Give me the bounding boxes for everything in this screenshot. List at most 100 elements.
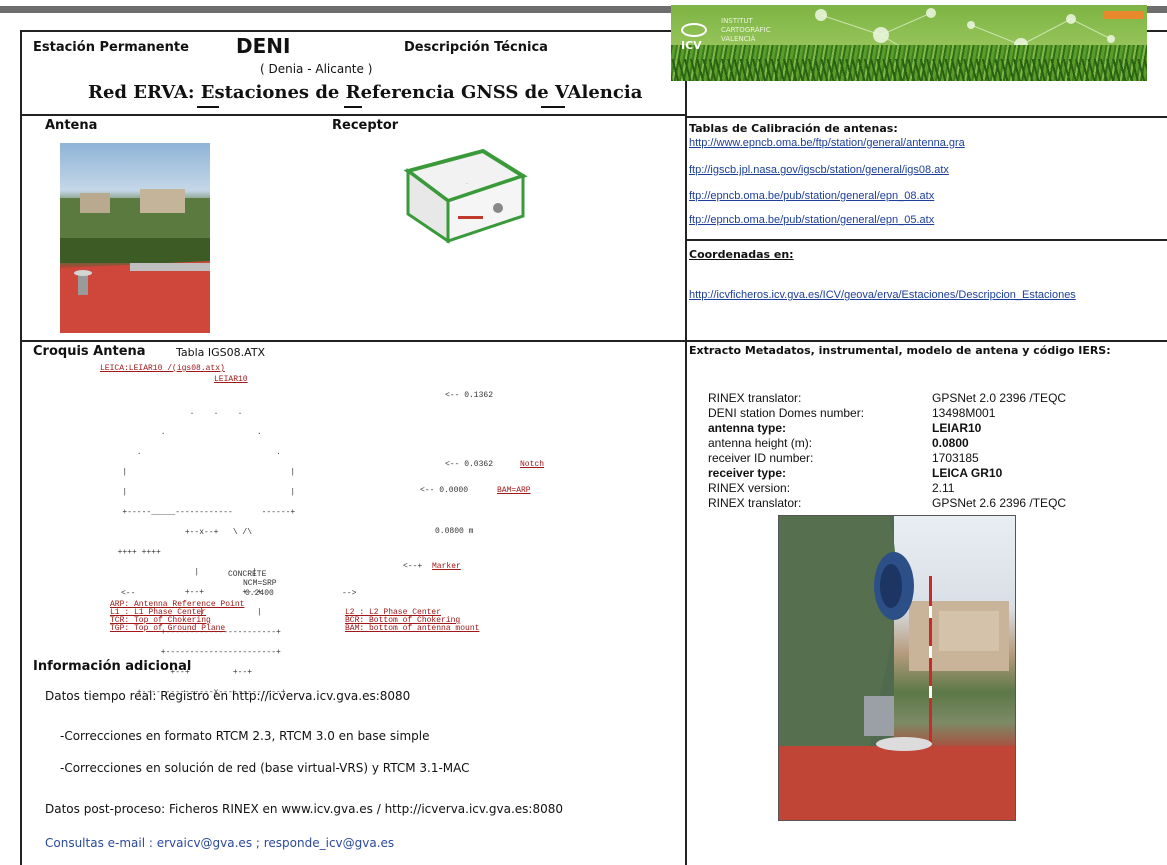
receiver-drawing: · xyxy=(403,148,528,244)
sketch-table: Tabla IGS08.ATX xyxy=(176,346,266,359)
metadata-value: 2.11 xyxy=(932,481,955,495)
additional-title: Información adicional xyxy=(33,659,192,674)
contact-emails[interactable]: Consultas e-mail : ervaicv@gva.es ; resp… xyxy=(45,836,395,850)
sketch-notch-dist: <-- 0.0362 xyxy=(445,460,494,469)
art-line: +--x--+ \ /\ xyxy=(108,528,253,537)
sketch-marker-label: Marker xyxy=(432,562,461,571)
receiver-label: Receptor xyxy=(332,118,399,133)
metadata-values: GPSNet 2.0 2396 /TEQC 13498M001 LEIAR10 … xyxy=(932,391,1066,511)
antenna-photo-scene xyxy=(60,189,210,333)
divider-left-header xyxy=(22,114,685,116)
banner-grass-blades xyxy=(671,59,1147,81)
metadata-label: RINEX translator: xyxy=(708,496,802,510)
art-line: ++++ ++++ xyxy=(108,548,320,557)
sketch-header-line: LEICA:LEIAR10 /(igs08.atx) xyxy=(100,364,225,373)
sketch-title: Croquis Antena xyxy=(33,344,146,359)
legend-item: L1 : L1 Phase Center xyxy=(110,608,207,617)
underline-VA xyxy=(541,106,565,108)
receiver-photo: · xyxy=(388,146,528,251)
calibration-link-igs08[interactable]: ftp://igscb.jpl.nasa.gov/igscb/station/g… xyxy=(689,164,949,176)
station-code: DENI xyxy=(236,34,291,58)
additional-corrections-1: -Correcciones en formato RTCM 2.3, RTCM … xyxy=(60,729,430,743)
metadata-value: GPSNet 2.0 2396 /TEQC xyxy=(932,391,1067,405)
antenna-label: Antena xyxy=(45,118,98,133)
icv-banner: ICV INSTITUT CARTOGRÀFIC VALENCIÀ xyxy=(671,5,1147,81)
sketch-bam-label: BAM=ARP xyxy=(497,486,531,495)
art-line: +-----------------------+ xyxy=(108,628,281,637)
metadata-label: DENI station Domes number: xyxy=(708,406,865,420)
svg-text:·: · xyxy=(466,181,468,188)
metadata-value: LEICA GR10 xyxy=(932,466,1003,480)
metadata-label: receiver ID number: xyxy=(708,451,814,465)
coordinates-title: Coordenadas en: xyxy=(689,248,794,261)
art-line: | | xyxy=(108,608,262,617)
art-line: +---------------x-------------+ xyxy=(108,688,286,697)
sketch-width-value: 0.2400 xyxy=(245,589,274,598)
logo-mark: ICV xyxy=(681,39,702,52)
sketch-width-right: --> xyxy=(342,589,357,598)
column-divider xyxy=(685,32,687,865)
legend-item: TGP: Top of Ground Plane xyxy=(110,624,226,633)
underline-R xyxy=(344,106,362,108)
art-line: . . xyxy=(108,428,262,437)
metadata-value: LEIAR10 xyxy=(932,421,982,435)
metadata-label: RINEX translator: xyxy=(708,391,802,405)
legend-item: BAM: bottom of antenna mount xyxy=(345,624,480,633)
logo-text: INSTITUT CARTOGRÀFIC VALENCIÀ xyxy=(721,17,771,44)
banner-tag xyxy=(1103,11,1143,19)
logo-line: INSTITUT xyxy=(721,17,753,25)
art-line: | | xyxy=(108,488,296,497)
metadata-label: antenna height (m): xyxy=(708,436,813,450)
metadata-label: receiver type: xyxy=(708,466,787,480)
additional-postprocess: Datos post-proceso: Ficheros RINEX en ww… xyxy=(45,802,563,816)
sketch-concrete: CONCRETE xyxy=(228,570,267,579)
calibration-link-epn05[interactable]: ftp://epncb.oma.be/pub/station/general/e… xyxy=(689,214,935,226)
station-label: Estación Permanente xyxy=(33,40,189,55)
metadata-value: 0.0800 xyxy=(932,436,969,450)
sketch-height: 0.0800 m xyxy=(435,527,474,536)
logo-line: CARTOGRÀFIC xyxy=(721,26,771,34)
logo-line: VALENCIÀ xyxy=(721,35,756,43)
art-line: . . xyxy=(108,448,281,457)
calibration-link-epn08[interactable]: ftp://epncb.oma.be/pub/station/general/e… xyxy=(689,190,935,202)
divider-calibration xyxy=(685,239,1167,241)
sketch-model: LEIAR10 xyxy=(214,375,248,384)
legend-item: L2 : L2 Phase Center xyxy=(345,608,442,617)
art-line: +--+ +--+ xyxy=(108,588,262,597)
sketch-bam-dist: <-- 0.0000 xyxy=(420,486,469,495)
divider-middle xyxy=(22,340,1167,342)
legend-item: BCR: Bottom of Chokering xyxy=(345,616,461,625)
metadata-title: Extracto Metadatos, instrumental, modelo… xyxy=(689,344,1111,357)
art-line: | | xyxy=(108,468,296,477)
station-sheet xyxy=(20,30,1167,865)
coordinates-link[interactable]: http://icvficheros.icv.gva.es/ICV/geova/… xyxy=(689,289,1076,301)
divider-right-header xyxy=(685,116,1167,118)
sketch-width-left: <-- xyxy=(121,589,136,598)
metadata-value: 13498M001 xyxy=(932,406,996,420)
calibration-title: Tablas de Calibración de antenas: xyxy=(689,122,898,135)
sketch-marker-arrow: <--+ xyxy=(403,562,423,571)
mast-photo-scene xyxy=(779,516,1015,820)
icv-logo: ICV xyxy=(681,23,707,52)
metadata-value: GPSNet 2.6 2396 /TEQC xyxy=(932,496,1067,510)
metadata-label: antenna type: xyxy=(708,421,787,435)
sketch-dist-top: <-- 0.1362 xyxy=(445,391,494,400)
additional-realtime: Datos tiempo real: Registro en http://ic… xyxy=(45,689,411,703)
station-mast-photo xyxy=(778,515,1016,821)
art-line: . . . xyxy=(108,408,243,417)
network-title: Red ERVA: Estaciones de Referencia GNSS … xyxy=(88,82,643,103)
top-rule xyxy=(0,6,1167,13)
art-line: +-----_____------------ ------+ xyxy=(108,508,296,517)
art-line: +--+ +--+ xyxy=(108,668,253,677)
art-line: +-----------------------+ xyxy=(108,648,281,657)
sketch-notch-label: Notch xyxy=(520,460,545,469)
underline-E xyxy=(197,106,219,108)
technical-label: Descripción Técnica xyxy=(404,40,548,55)
additional-corrections-2: -Correcciones en solución de red (base v… xyxy=(60,761,470,775)
calibration-link-antenna-gra[interactable]: http://www.epncb.oma.be/ftp/station/gene… xyxy=(689,137,965,149)
sketch-legend-left: ARP: Antenna Reference Point L1 : L1 Pha… xyxy=(110,601,244,633)
network-graphic xyxy=(815,8,1115,54)
legend-item: TCR: Top of Chokering xyxy=(110,616,211,625)
sketch-ncm: NCM=SRP xyxy=(243,579,277,588)
art-line: | | xyxy=(108,568,257,577)
